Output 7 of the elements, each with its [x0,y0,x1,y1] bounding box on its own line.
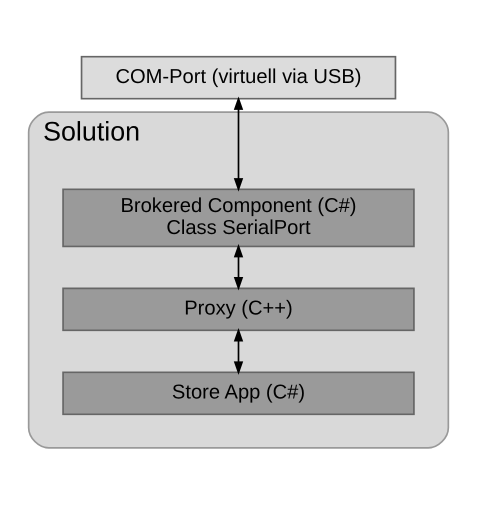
arrow [234,328,244,375]
arrow [234,96,244,192]
node-box: Brokered Component (C#) Class SerialPort [62,188,415,248]
node-box: Store App (C#) [62,371,415,416]
arrow [234,244,244,290]
node-box: COM-Port (virtuell via USB) [80,56,396,100]
node-box: Proxy (C++) [62,288,415,332]
